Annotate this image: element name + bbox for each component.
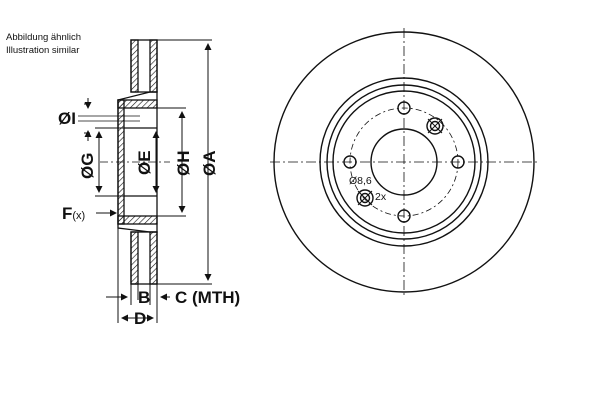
caption-line-german: Abbildung ähnlich [6,32,82,43]
caption-line-english: Illustration similar [6,45,80,56]
section-view [100,39,170,285]
outer-plate-top [130,39,139,93]
vent-bottom [130,231,158,285]
label-dim-f-main: F [62,204,72,223]
outer-plate-bottom [130,231,139,285]
label-dim-f-suffix: (x) [72,210,85,222]
label-dim-a: ØA [200,151,219,177]
label-dim-e: ØE [135,150,154,175]
label-dim-d: D [134,309,146,328]
hole-diameter-label: Ø8,6 [349,175,372,187]
vent-top [130,39,158,93]
label-dim-b: B [138,288,150,307]
inner-plate-bottom [149,231,158,285]
label-dim-c: C (MTH) [175,288,240,307]
label-dim-i: ØI [58,109,76,128]
front-view [270,28,540,296]
hole-count-label: 2x [375,191,387,203]
screw-hole-lower-left [356,189,374,207]
dimension-lines [78,39,212,323]
inner-plate-top [149,39,158,93]
label-dim-g: ØG [78,153,97,179]
screw-hole-upper-right [426,117,444,135]
illustration-caption: Abbildung ähnlich Illustration similar [6,31,81,57]
label-dim-f: F(x) [62,204,85,223]
label-dim-h: ØH [174,151,193,177]
